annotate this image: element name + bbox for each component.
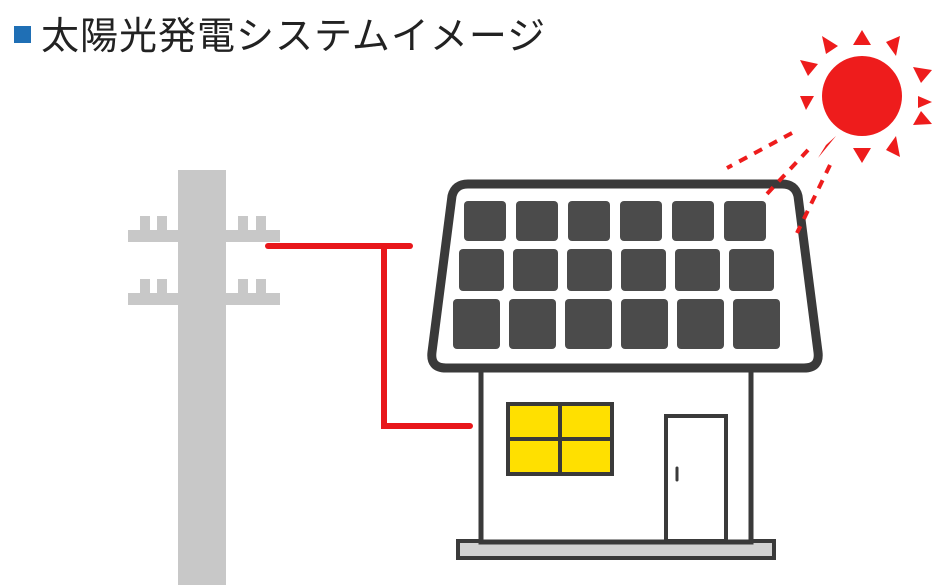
solar-panel-icon xyxy=(427,179,823,373)
house-icon xyxy=(456,357,776,560)
title-text: 太陽光発電システムイメージ xyxy=(41,13,547,58)
power-wire xyxy=(265,243,473,429)
house-door xyxy=(664,414,728,543)
sun-icon xyxy=(800,30,932,163)
house-window xyxy=(506,402,614,476)
page-title: 太陽光発電システムイメージ xyxy=(14,6,546,58)
utility-pole-icon xyxy=(128,170,280,585)
title-bullet-icon xyxy=(14,25,31,43)
sunlight-rays xyxy=(726,131,832,234)
